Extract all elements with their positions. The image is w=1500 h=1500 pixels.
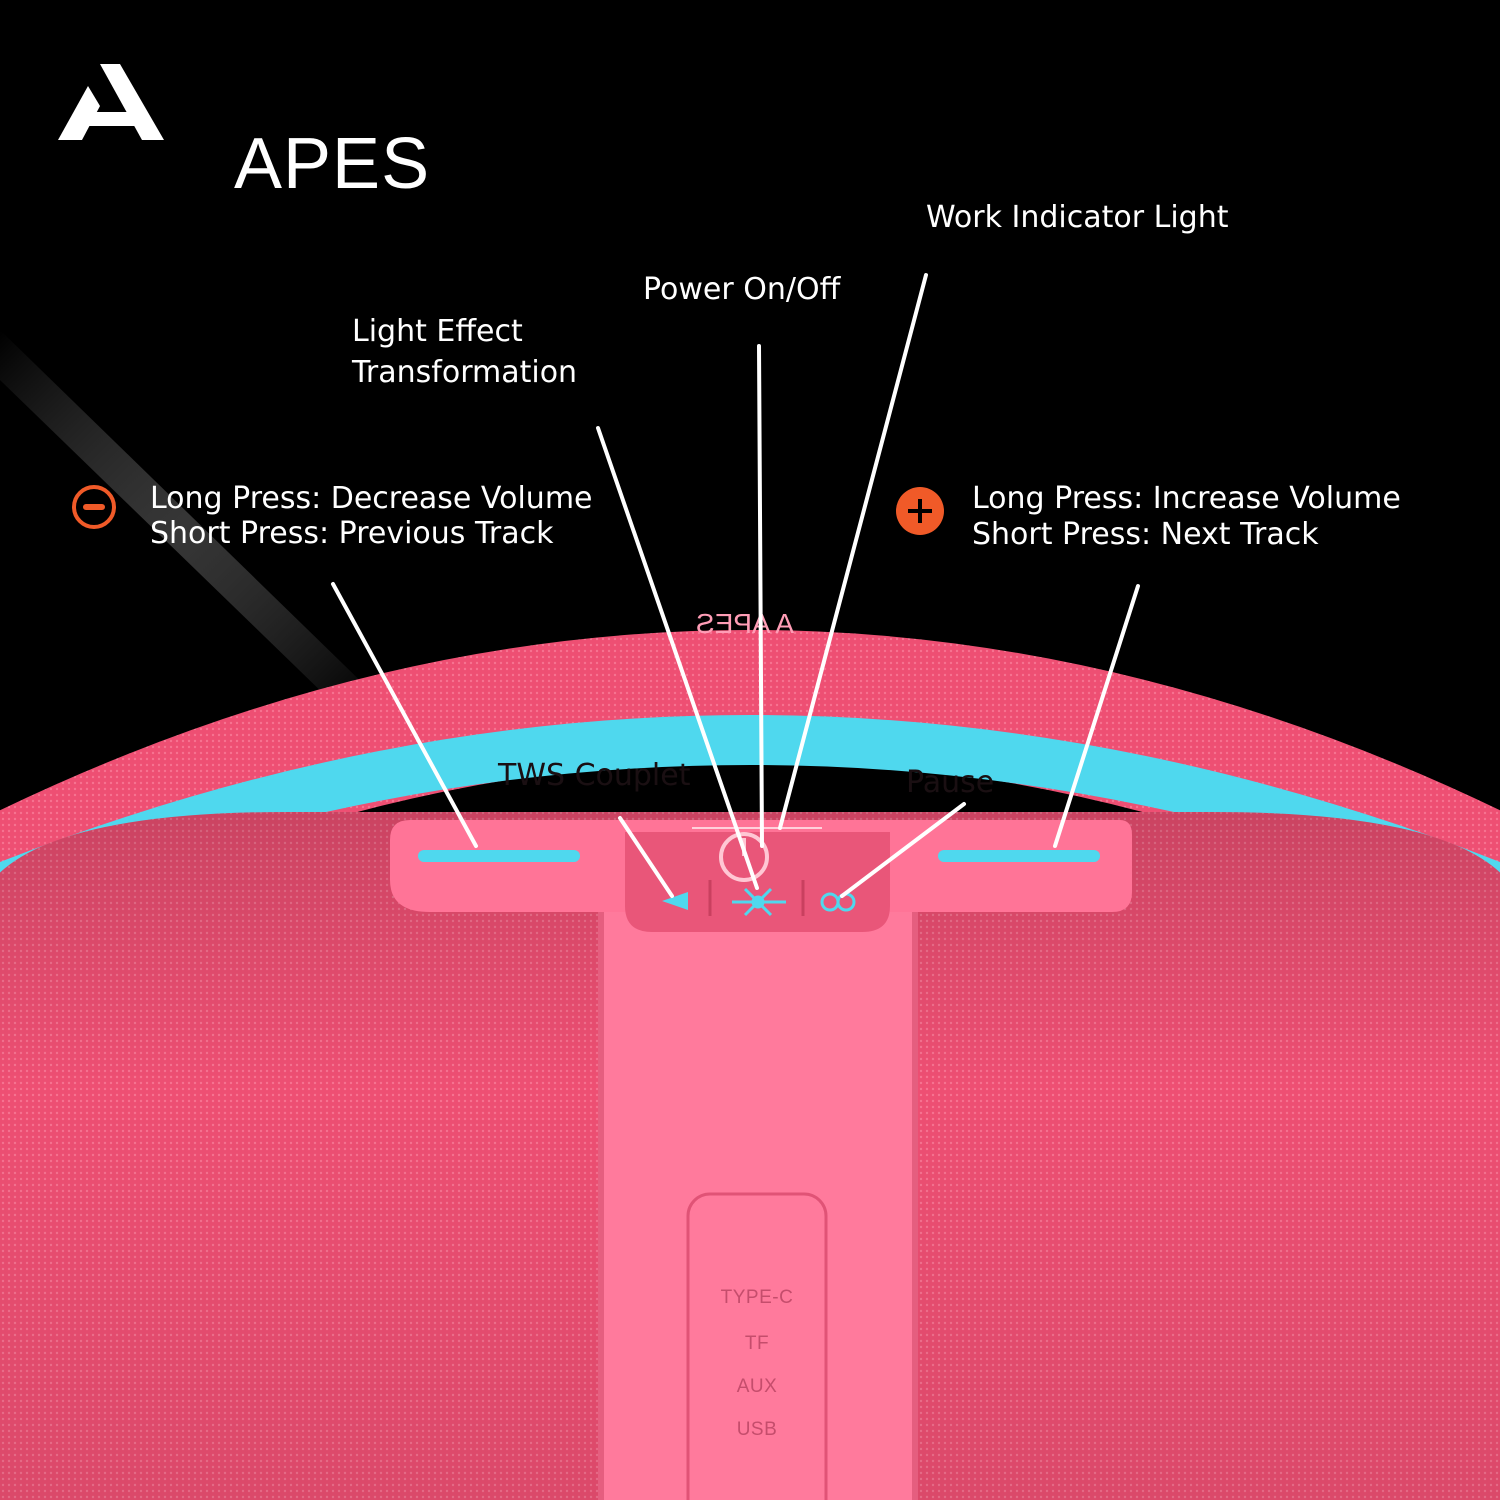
minus-circle-icon — [72, 485, 116, 529]
apes-logo-icon — [58, 64, 164, 140]
port-label-usb: USB — [736, 1419, 778, 1440]
label-work-indicator: Work Indicator Light — [926, 200, 1229, 235]
label-tws: TWS Couplet — [498, 758, 691, 793]
tws-icon[interactable] — [662, 892, 688, 910]
label-power: Power On/Off — [643, 272, 841, 307]
light-streak — [0, 330, 380, 700]
label-light-effect-2: Transformation — [352, 355, 578, 390]
plus-circle-icon — [896, 487, 944, 535]
callout-lines — [331, 273, 1140, 898]
cyan-light-band — [0, 715, 1500, 913]
brand-name: APES — [234, 124, 431, 204]
port-label-type-c: TYPE-C — [720, 1287, 794, 1308]
label-volume-up-2: Short Press: Next Track — [972, 517, 1319, 552]
label-volume-down-1: Long Press: Decrease Volume — [150, 481, 593, 516]
light-effect-icon[interactable] — [732, 887, 786, 917]
port-cover — [686, 1192, 828, 1500]
label-volume-up-1: Long Press: Increase Volume — [972, 481, 1401, 516]
volume-up-button[interactable] — [938, 850, 1100, 862]
label-light-effect-1: Light Effect — [352, 314, 523, 349]
speaker-handle — [0, 630, 1500, 950]
label-pause: Pause — [906, 765, 995, 800]
port-label-aux: AUX — [736, 1376, 778, 1397]
handle-embossed-logo: A APES — [696, 608, 794, 639]
label-volume-down-2: Short Press: Previous Track — [150, 516, 554, 551]
port-label-tf: TF — [744, 1333, 770, 1354]
volume-down-button[interactable] — [418, 850, 580, 862]
